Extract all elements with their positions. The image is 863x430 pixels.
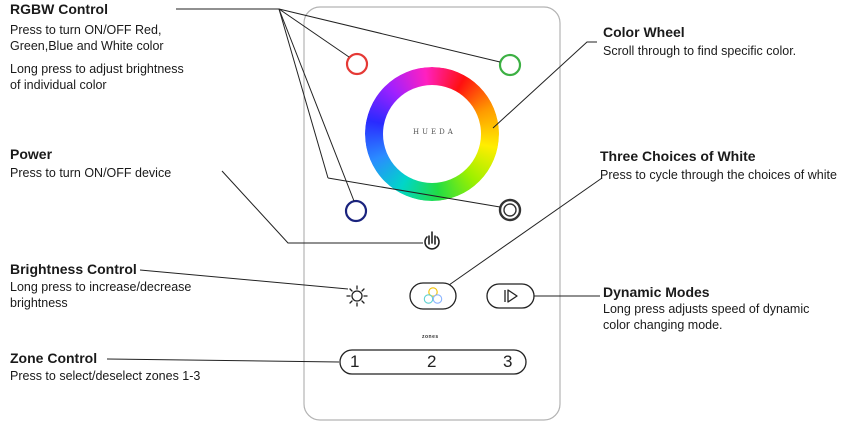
remote-panel (303, 6, 561, 421)
rgbw-control-desc2-line-2: of individual color (10, 78, 107, 92)
zone-3-button[interactable]: 3 (503, 352, 513, 371)
dynamic-modes-desc-line-2: color changing mode. (603, 318, 723, 332)
brand-logo: HUEDA (413, 128, 456, 136)
three-circles-icon (428, 287, 438, 297)
blue-button[interactable] (344, 199, 368, 223)
color-wheel-title: Color Wheel (603, 24, 685, 40)
red-button[interactable] (345, 52, 369, 76)
sun-icon[interactable] (346, 285, 368, 307)
white-choices-button[interactable] (409, 282, 457, 310)
dynamic-modes-button[interactable] (486, 283, 535, 309)
brightness-control-title: Brightness Control (10, 261, 137, 277)
rgbw-control-title: RGBW Control (10, 1, 108, 17)
color-wheel-desc: Scroll through to find specific color. (603, 44, 797, 58)
rgbw-control-desc-line-2: Green,Blue and White color (10, 39, 164, 53)
callout-lines (106, 8, 603, 363)
green-button[interactable] (498, 53, 522, 77)
zones-caption: zones (422, 334, 439, 340)
zone-control-desc: Press to select/deselect zones 1-3 (10, 369, 201, 383)
rgbw-control-desc-line-1: Press to turn ON/OFF Red, (10, 23, 162, 37)
brightness-control-desc-line-1: Long press to increase/decrease (10, 280, 192, 294)
power-icon[interactable] (424, 231, 440, 250)
rgbw-control-desc2-line-1: Long press to adjust brightness (10, 62, 184, 76)
white-button[interactable] (498, 198, 522, 222)
color-wheel-center (383, 85, 481, 183)
white-choices-desc: Press to cycle through the choices of wh… (600, 168, 837, 182)
white-choices-title: Three Choices of White (600, 148, 756, 164)
zone-1-button[interactable]: 1 (350, 352, 360, 371)
brightness-control-desc-line-2: brightness (10, 296, 68, 310)
zone-bar[interactable] (339, 349, 527, 375)
power-desc: Press to turn ON/OFF device (10, 166, 172, 180)
zone-control-title: Zone Control (10, 350, 98, 366)
dynamic-modes-desc-line-1: Long press adjusts speed of dynamic (603, 302, 810, 316)
power-title: Power (10, 146, 53, 162)
dynamic-modes-title: Dynamic Modes (603, 284, 710, 300)
zone-2-button[interactable]: 2 (427, 352, 437, 371)
